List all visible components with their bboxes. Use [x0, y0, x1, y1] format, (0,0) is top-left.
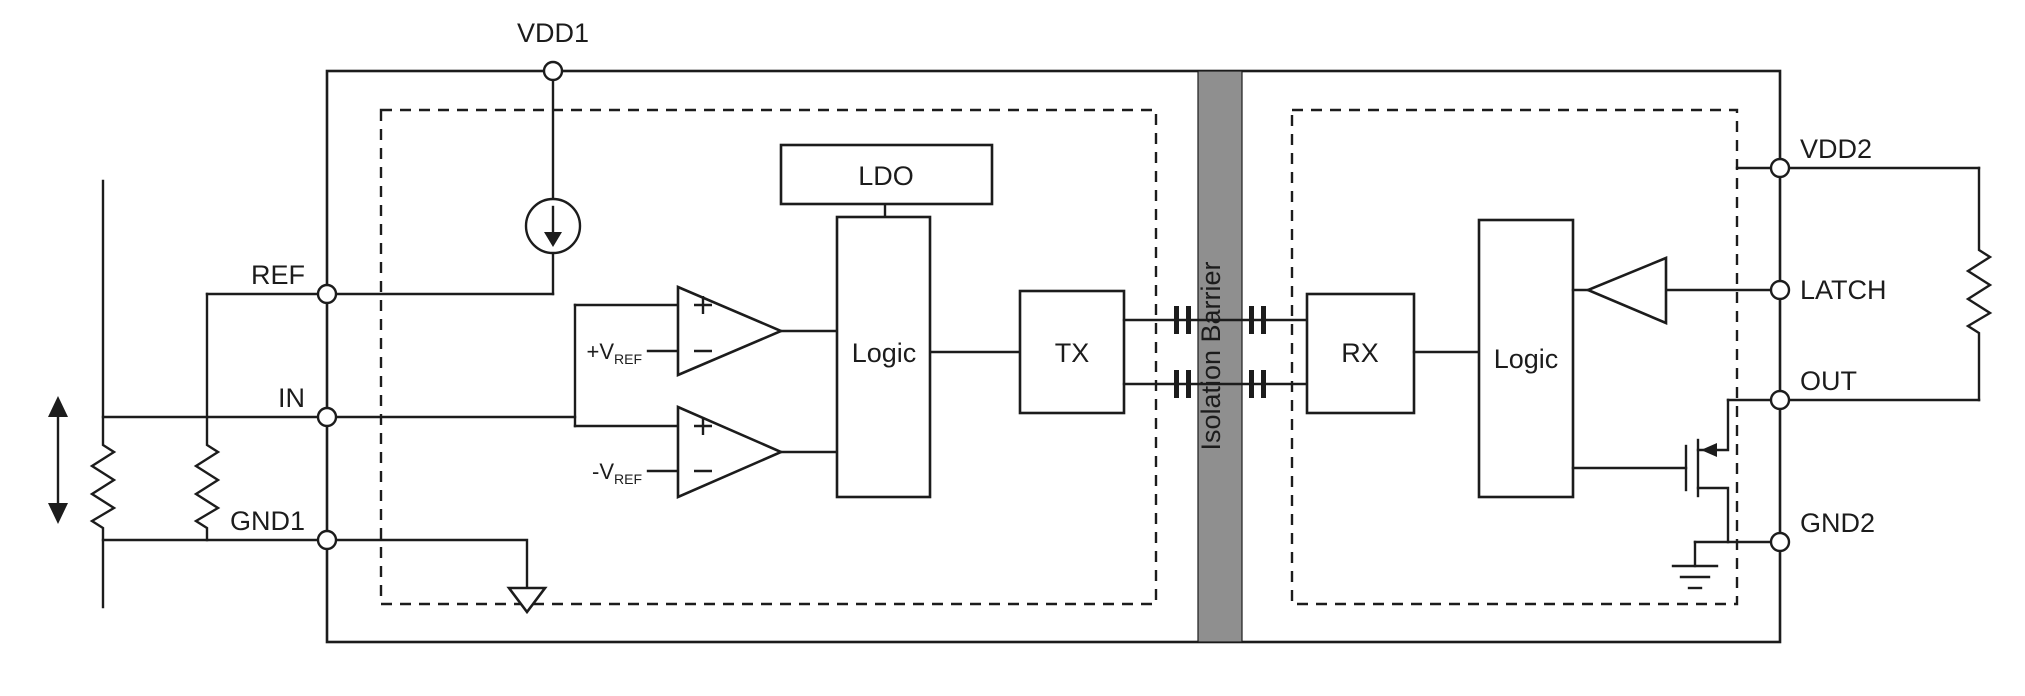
earth-ground-icon	[1671, 540, 1719, 590]
drain-wire	[1696, 398, 1730, 452]
logic-left-block	[835, 215, 932, 499]
gnd1-label: GND1	[230, 506, 305, 536]
plus-sign	[694, 417, 712, 435]
top-comparator-icon	[676, 285, 785, 377]
source-wire	[1696, 486, 1730, 544]
vdd1-label: VDD1	[517, 18, 589, 48]
ldo-label: LDO	[858, 161, 914, 191]
latch-label: LATCH	[1800, 275, 1887, 305]
external-pullup-network	[1787, 166, 1993, 402]
gnd2-label: GND2	[1800, 508, 1875, 538]
in-pin	[316, 406, 338, 428]
logic-right-block	[1477, 218, 1575, 499]
terminal-pins	[316, 60, 1791, 553]
ref-divider-resistor	[193, 292, 221, 542]
neg-vref-label: -VREF	[592, 459, 642, 487]
pullup-resistor	[1965, 166, 1993, 402]
mosfet-arrow	[1701, 443, 1717, 457]
gnd2-pin	[1769, 531, 1791, 553]
latch-buffer-icon	[1571, 256, 1773, 325]
logic-left-label: Logic	[852, 338, 917, 368]
left-side-wires	[101, 78, 1022, 590]
left-die-boundary	[379, 108, 1158, 606]
pos-vref-label: +VREF	[586, 339, 642, 367]
field-side-input-network	[48, 179, 221, 609]
in-label: IN	[278, 383, 305, 413]
gnd1-internal-wire	[334, 538, 529, 590]
bidirectional-voltage-arrow-icon	[48, 396, 68, 524]
nmos-transistor-icon	[1571, 398, 1730, 544]
bottom-comparator-icon	[676, 405, 785, 499]
coupling-plates-icon	[1174, 306, 1266, 398]
vdd1-pin	[542, 60, 564, 82]
latch-pin	[1769, 279, 1791, 301]
tx-block	[1018, 289, 1126, 415]
ldo-block	[779, 143, 994, 206]
right-die-boundary	[1290, 108, 1739, 606]
out-label: OUT	[1800, 366, 1857, 396]
isolation-barrier-label: Isolation Barrier	[1196, 261, 1226, 450]
vdd2-pin	[1769, 157, 1791, 179]
isolation-barrier	[1197, 70, 1243, 643]
logic-right-label: Logic	[1494, 344, 1559, 374]
out-pin	[1769, 389, 1791, 411]
package-outline	[325, 69, 1782, 644]
current-source-icon	[524, 197, 582, 255]
gnd1-pin	[316, 529, 338, 551]
tx-label: TX	[1055, 338, 1090, 368]
rx-block	[1305, 292, 1416, 415]
ref-pin	[316, 283, 338, 305]
rx-label: RX	[1341, 338, 1379, 368]
barrier-crossing-channels	[1122, 306, 1309, 398]
input-source-wire-with-resistor	[89, 179, 117, 609]
plus-sign	[694, 296, 712, 314]
ref-label: REF	[251, 260, 305, 290]
vdd2-label: VDD2	[1800, 134, 1872, 164]
chassis-ground-icon	[506, 586, 548, 615]
